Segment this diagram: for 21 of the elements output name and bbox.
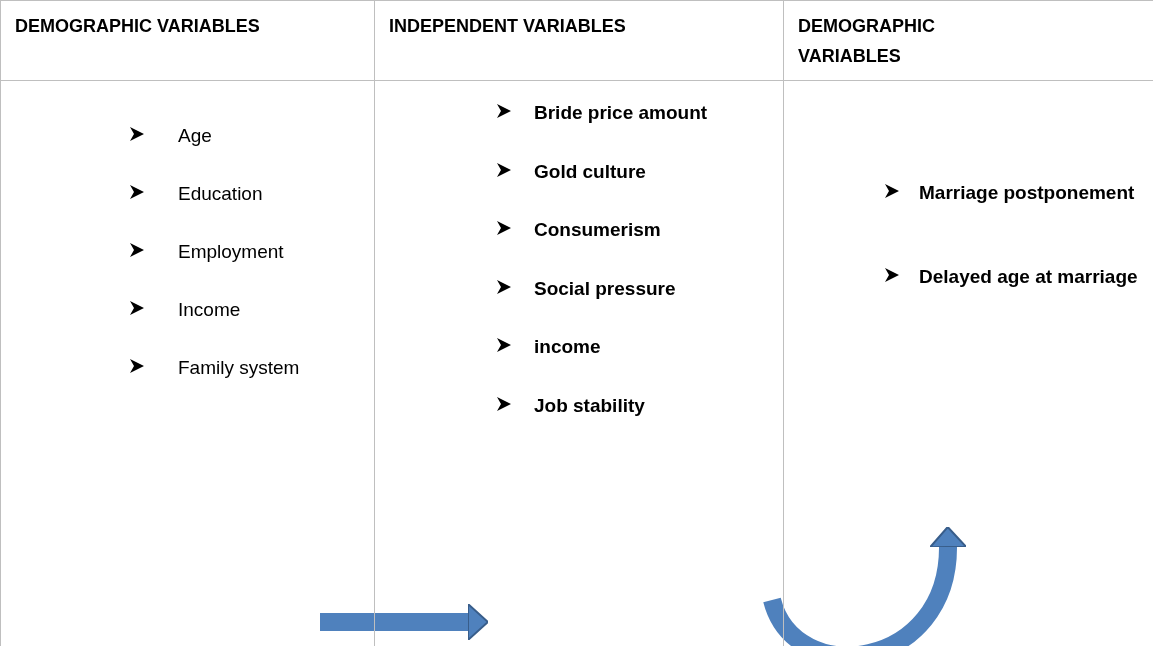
column-header: DEMOGRAPHIC VARIABLES [15,15,261,38]
list-item-text: Income [178,298,242,322]
list-item-text: Job stability [534,393,646,418]
list-item-text: Consumerism [534,218,662,242]
list-item-text: Bride price amount [534,101,709,125]
list-item-text: Employment [178,240,285,264]
list-item-text: Marriage postponement [919,181,1136,205]
column-header: DEMOGRAPHIC VARIABLES [798,15,936,68]
list-item-text: Delayed age at marriage [919,265,1139,289]
list-item-text: Gold culture [534,159,647,184]
list-item-text: Social pressure [534,276,677,301]
table-column [783,0,1153,646]
block-arrow [320,603,489,641]
block-arrow [763,526,967,646]
column-header: INDEPENDENT VARIABLES [389,15,627,38]
list-item-text: Age [178,124,213,148]
list-item-text: Family system [178,356,301,380]
table-column [374,0,783,646]
list-item-text: Education [178,182,264,206]
table-column [0,0,374,646]
list-item-text: income [534,335,602,359]
